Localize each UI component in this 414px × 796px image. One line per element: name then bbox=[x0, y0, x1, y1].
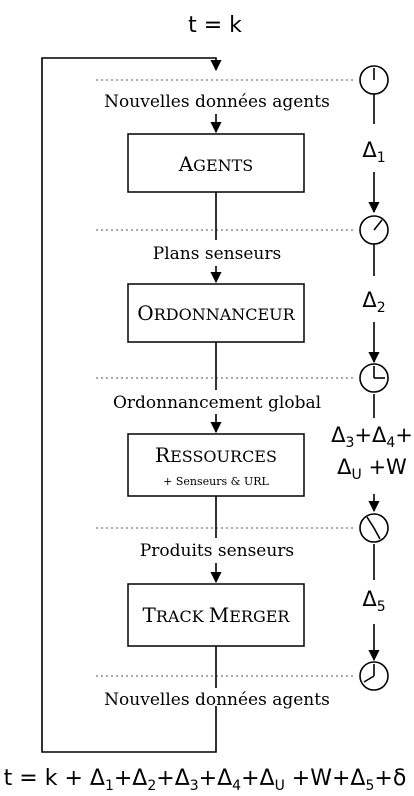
box-ordonnanceur-rest: RDONNANCEUR bbox=[154, 305, 296, 324]
svg-text:ORDONNANCEUR: ORDONNANCEUR bbox=[137, 301, 295, 325]
box-ordonnanceur-cap: O bbox=[137, 301, 153, 325]
box-track-merger-rest2: ERGER bbox=[229, 607, 290, 626]
top-formula: t = k bbox=[188, 13, 242, 38]
feedback-loop bbox=[41, 57, 222, 753]
delay-3-line1: Δ3+Δ4+ bbox=[331, 423, 413, 451]
clock-icon bbox=[359, 661, 389, 691]
svg-text:AGENTS: AGENTS bbox=[178, 152, 254, 176]
svg-text:RESSOURCES: RESSOURCES bbox=[155, 443, 277, 467]
box-ressources-rest: ESSOURCES bbox=[170, 447, 277, 466]
box-ressources-subtitle: + Senseurs & URL bbox=[163, 475, 269, 488]
flow-label-5: Nouvelles données agents bbox=[104, 690, 330, 710]
box-track-merger: TRACK MERGER bbox=[127, 583, 305, 647]
box-ressources: RESSOURCES + Senseurs & URL bbox=[127, 433, 305, 497]
flow-label-4: Produits senseurs bbox=[140, 541, 294, 561]
delay-3-line2: ΔU +W bbox=[337, 455, 407, 483]
clock-icon bbox=[359, 513, 389, 543]
box-track-merger-cap: T bbox=[143, 603, 157, 627]
svg-text:TRACK MERGER: TRACK MERGER bbox=[143, 603, 291, 627]
clock-icon bbox=[359, 363, 389, 393]
flow-label-1: Nouvelles données agents bbox=[104, 92, 330, 112]
clock-icon bbox=[359, 215, 389, 245]
clock-icon bbox=[359, 65, 389, 95]
time-separators bbox=[96, 79, 356, 677]
box-agents: AGENTS bbox=[127, 133, 305, 193]
delay-1: Δ1 bbox=[362, 138, 385, 166]
delay-2: Δ2 bbox=[362, 288, 385, 316]
box-track-merger-rest: RACK bbox=[156, 607, 209, 626]
flow-label-3: Ordonnancement global bbox=[113, 393, 321, 413]
box-ordonnanceur: ORDONNANCEUR bbox=[127, 283, 305, 343]
bottom-formula: t = k + Δ1+Δ2+Δ3+Δ4+ΔU +W+Δ5+δ bbox=[4, 766, 407, 794]
box-track-merger-cap2: M bbox=[209, 603, 229, 627]
flow-label-2: Plans senseurs bbox=[153, 244, 281, 264]
box-agents-cap: A bbox=[178, 152, 194, 176]
box-ressources-cap: R bbox=[155, 443, 171, 467]
box-agents-rest: GENTS bbox=[193, 156, 253, 175]
delay-4: Δ5 bbox=[362, 587, 385, 615]
